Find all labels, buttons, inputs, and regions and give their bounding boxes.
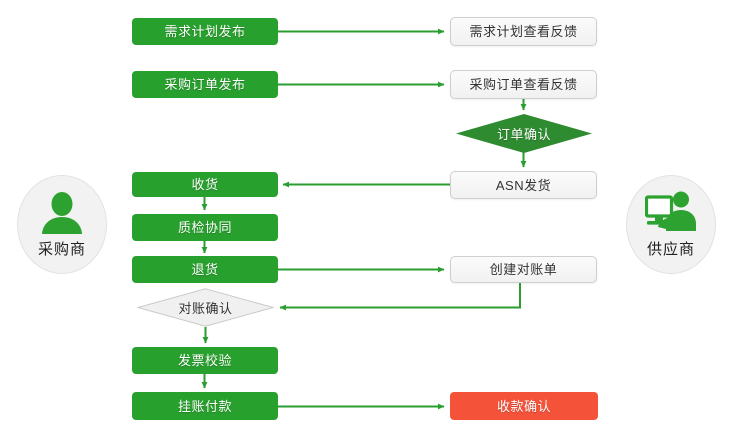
node-demand-plan-view-feedback[interactable]: 需求计划查看反馈 [450,17,597,46]
node-payment-receipt-confirm[interactable]: 收款确认 [450,392,598,420]
actor-buyer: 采购商 [17,175,107,274]
node-asn-shipment[interactable]: ASN发货 [450,171,597,199]
node-purchase-order-view-feedback[interactable]: 采购订单查看反馈 [450,70,597,99]
node-reconciliation-confirm[interactable]: 对账确认 [135,288,276,327]
person-icon [34,190,90,236]
edge-n10-n11 [279,282,521,311]
actor-supplier-label: 供应商 [646,241,695,258]
node-create-reconciliation-statement[interactable]: 创建对账单 [450,256,597,283]
node-account-payment[interactable]: 挂账付款 [132,392,278,420]
node-order-confirm[interactable]: 订单确认 [456,114,592,153]
diamond-shape-green [456,114,592,153]
actor-supplier: 供应商 [626,175,716,274]
node-purchase-order-publish[interactable]: 采购订单发布 [132,71,278,98]
node-reconciliation-confirm-label: 对账确认 [178,301,233,316]
diamond-shape-white [135,288,276,327]
node-quality-inspection-collaboration[interactable]: 质检协同 [132,214,278,241]
node-order-confirm-label: 订单确认 [496,127,551,142]
actor-buyer-label: 采购商 [37,241,86,258]
node-demand-plan-publish[interactable]: 需求计划发布 [132,18,278,45]
person-computer-icon [643,190,699,236]
node-return-goods[interactable]: 退货 [132,256,278,283]
node-goods-receipt[interactable]: 收货 [132,172,278,197]
node-invoice-verification[interactable]: 发票校验 [132,347,278,374]
